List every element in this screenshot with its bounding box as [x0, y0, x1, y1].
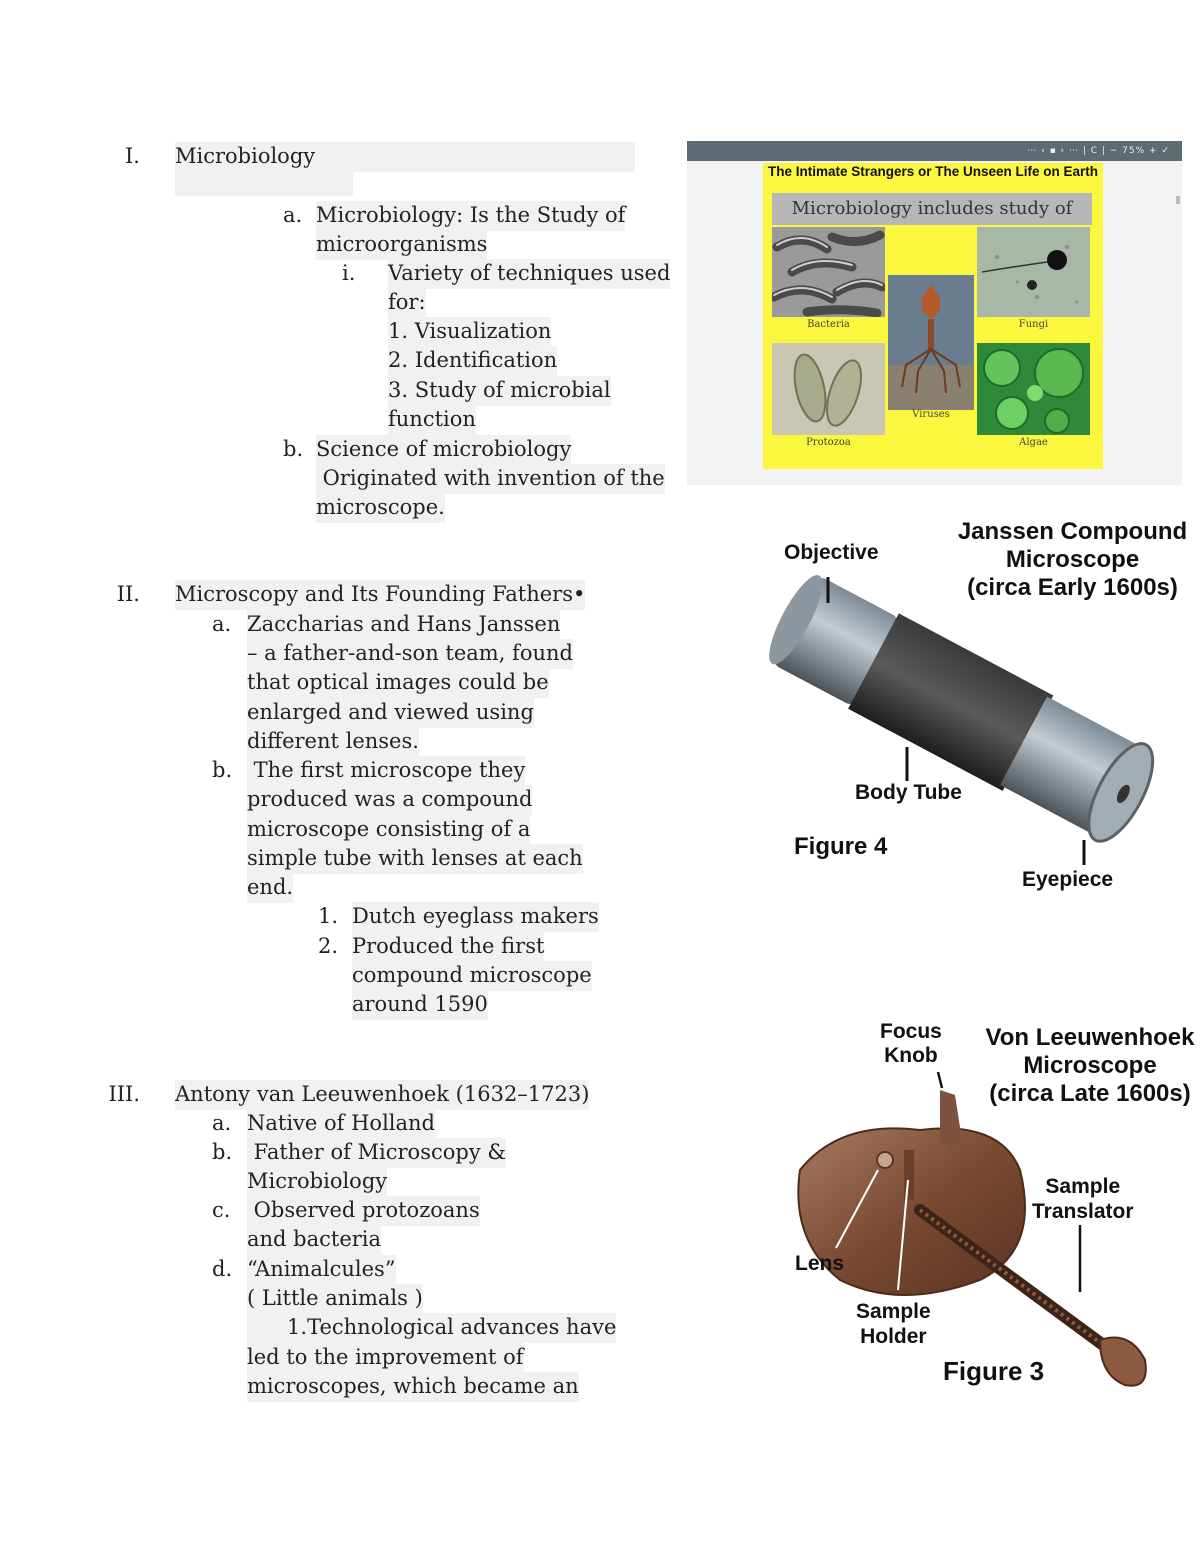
label-eyepiece: Eyepiece — [1022, 868, 1114, 891]
s2-b-line4: simple tube with lenses at each — [247, 844, 583, 874]
label-lens: Lens — [795, 1252, 845, 1275]
leeuwenhoek-title-line1: Von Leeuwenhoek — [985, 1024, 1195, 1051]
bacteria-photo — [772, 227, 885, 317]
label-sample-translator-line2: Translator — [1032, 1200, 1134, 1223]
s1-a-marker: a. — [283, 203, 303, 227]
label-focus-knob: Focus Knob — [880, 1020, 942, 1068]
algae-photo — [977, 343, 1090, 435]
label-focus-knob-line1: Focus — [880, 1020, 942, 1043]
s2-n2-line3: around 1590 — [352, 990, 488, 1020]
s3-a-marker: a. — [212, 1111, 232, 1135]
s2-a-line3: that optical images could be — [247, 668, 549, 698]
section-1-title: Microbiology — [175, 142, 635, 172]
s2-b-line1: The first microscope they — [247, 756, 526, 786]
s2-a-line1: Zaccharias and Hans Janssen — [247, 610, 561, 640]
label-body-tube: Body Tube — [855, 781, 962, 804]
virus-photo — [888, 275, 974, 410]
caption-viruses: Viruses — [912, 409, 950, 420]
label-focus-knob-line2: Knob — [884, 1044, 938, 1067]
s3-d-line3: 1.Technological advances have — [247, 1313, 617, 1343]
slide-panel: The Intimate Strangers or The Unseen Lif… — [763, 163, 1103, 469]
s2-n1: Dutch eyeglass makers — [352, 902, 599, 932]
s3-d-line1: “Animalcules” — [247, 1255, 396, 1285]
janssen-title: Janssen Compound Microscope (circa Early… — [955, 518, 1190, 602]
s2-a-marker: a. — [212, 612, 232, 636]
janssen-microscope-illustration — [769, 575, 1155, 865]
janssen-title-line3: (circa Early 1600s) — [967, 574, 1178, 601]
s2-a-line4: enlarged and viewed using — [247, 698, 534, 728]
s1-n1: 1. Visualization — [388, 317, 552, 347]
leeuwenhoek-title: Von Leeuwenhoek Microscope (circa Late 1… — [985, 1024, 1195, 1108]
s3-b-line1: Father of Microscopy & — [247, 1138, 507, 1168]
s3-c-line1: Observed protozoans — [247, 1196, 480, 1226]
caption-fungi: Fungi — [1018, 319, 1049, 330]
section-3-numeral: III. — [108, 1082, 140, 1106]
s1-b-line2: Originated with invention of the — [316, 464, 665, 494]
s3-d-line4: led to the improvement of — [247, 1343, 524, 1373]
s2-b-marker: b. — [212, 758, 233, 782]
leeuwenhoek-microscope-figure: Von Leeuwenhoek Microscope (circa Late 1… — [780, 1020, 1195, 1415]
section-1-title-highlight — [175, 171, 353, 196]
label-sample-translator-line1: Sample — [1045, 1175, 1121, 1198]
s3-a: Native of Holland — [247, 1109, 435, 1139]
janssen-title-line1: Janssen Compound — [957, 518, 1188, 545]
s2-a-line5: different lenses. — [247, 727, 419, 757]
s3-c-line2: and bacteria — [247, 1225, 382, 1255]
caption-bacteria: Bacteria — [807, 319, 850, 330]
label-figure-4: Figure 4 — [794, 833, 888, 860]
slide-subtitle: Microbiology includes study of — [772, 193, 1092, 225]
s3-b-line2: Microbiology — [247, 1167, 388, 1197]
s3-c-marker: c. — [212, 1198, 231, 1222]
janssen-microscope-figure: Janssen Compound Microscope (circa Early… — [760, 515, 1190, 900]
label-figure-3: Figure 3 — [943, 1356, 1045, 1386]
s1-n3a: 3. Study of microbial — [388, 376, 611, 406]
s1-a-line2: microorganisms — [316, 230, 488, 260]
label-sample-holder: Sample Holder — [856, 1299, 931, 1349]
label-objective: Objective — [784, 541, 879, 564]
caption-protozoa: Protozoa — [806, 437, 851, 448]
s2-b-line2: produced was a compound — [247, 785, 533, 815]
s2-n1-marker: 1. — [318, 904, 339, 928]
fungi-photo — [977, 227, 1090, 317]
label-sample-holder-line2: Holder — [860, 1325, 927, 1348]
section-2-numeral: II. — [116, 582, 140, 606]
s1-i-line1: Variety of techniques used — [388, 259, 671, 289]
caption-algae: Algae — [1019, 437, 1048, 448]
slide-title: The Intimate Strangers or The Unseen Lif… — [767, 164, 1099, 179]
janssen-title-line2: Microscope — [1005, 546, 1140, 573]
s2-a-line2: – a father-and-son team, found — [247, 639, 573, 669]
s1-a-line1: Microbiology: Is the Study of — [316, 201, 626, 231]
slide-toolbar: ⋯ ‹ ▪ › ⋯ | C | − 75% + ✓ — [687, 141, 1182, 161]
s1-b-line1: Science of microbiology — [316, 435, 572, 465]
label-sample-holder-line1: Sample — [856, 1300, 931, 1323]
s3-b-marker: b. — [212, 1140, 233, 1164]
s2-n2-marker: 2. — [318, 934, 339, 958]
slide-scrollbar-thumb — [1176, 196, 1180, 204]
microbiology-slide-image: ⋯ ‹ ▪ › ⋯ | C | − 75% + ✓ The Intimate S… — [687, 141, 1182, 485]
s2-n2-line1: Produced the first — [352, 932, 545, 962]
s1-n2: 2. Identification — [388, 346, 558, 376]
s1-i-line2: for: — [388, 288, 426, 318]
protozoa-photo — [772, 343, 885, 435]
leeuwenhoek-microscope-illustration — [797, 1071, 1147, 1387]
label-sample-translator: Sample Translator — [1032, 1174, 1134, 1224]
s1-b-marker: b. — [283, 437, 304, 461]
s2-n2-line2: compound microscope — [352, 961, 592, 991]
s3-d-line5: microscopes, which became an — [247, 1372, 579, 1402]
s2-b-line5: end. — [247, 873, 294, 903]
leeuwenhoek-title-line3: (circa Late 1600s) — [989, 1080, 1191, 1107]
s3-d-marker: d. — [212, 1257, 233, 1281]
section-1-numeral: I. — [125, 144, 140, 168]
leeuwenhoek-title-line2: Microscope — [1023, 1052, 1157, 1079]
s1-b-line3: microscope. — [316, 493, 445, 523]
section-3-title: Antony van Leeuwenhoek (1632–1723) — [175, 1080, 590, 1110]
s3-d-line2: ( Little animals ) — [247, 1284, 423, 1314]
section-2-title: Microscopy and Its Founding Fathers• — [175, 580, 586, 610]
s1-i-marker: i. — [342, 261, 356, 285]
s2-b-line3: microscope consisting of a — [247, 815, 531, 845]
s1-n3b: function — [388, 405, 476, 435]
